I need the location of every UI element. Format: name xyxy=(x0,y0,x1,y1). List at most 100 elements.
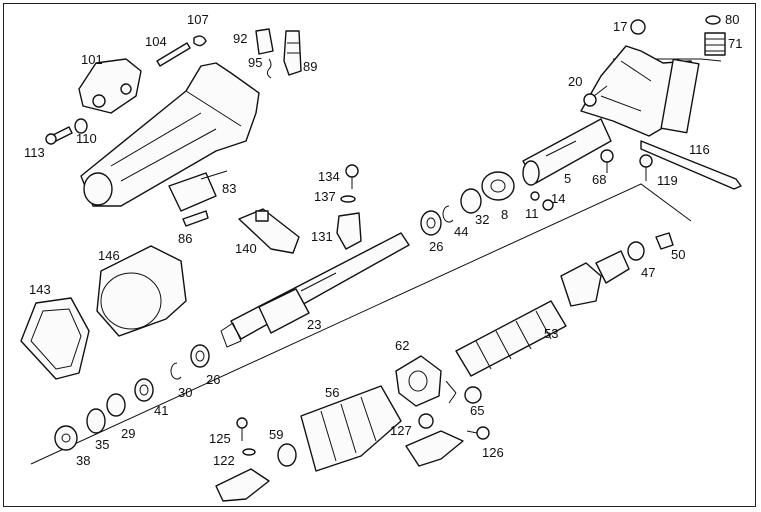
part-11-spring xyxy=(530,191,540,201)
part-83-lock-cylinder xyxy=(168,170,228,212)
part-bracket-assembly-upper xyxy=(580,45,700,137)
label-23: 23 xyxy=(307,317,321,332)
label-126: 126 xyxy=(482,445,504,460)
label-29: 29 xyxy=(121,426,135,441)
label-17: 17 xyxy=(613,19,627,34)
label-131: 131 xyxy=(311,229,333,244)
label-119: 119 xyxy=(657,173,678,188)
part-5-jacket-tube xyxy=(522,118,612,186)
label-146: 146 xyxy=(98,248,120,263)
label-83: 83 xyxy=(222,181,236,196)
label-65: 65 xyxy=(470,403,484,418)
label-134: 134 xyxy=(318,169,340,184)
part-95-spring xyxy=(266,58,272,79)
label-110: 110 xyxy=(76,131,97,146)
part-35-plate xyxy=(86,408,106,434)
label-14: 14 xyxy=(551,191,565,206)
part-80-washer xyxy=(705,15,721,25)
label-32: 32 xyxy=(475,212,489,227)
part-32-bearing xyxy=(460,188,482,214)
label-107: 107 xyxy=(187,12,209,27)
label-35: 35 xyxy=(95,437,109,452)
label-59: 59 xyxy=(269,427,283,442)
label-89: 89 xyxy=(303,59,317,74)
part-universal-joint-lower xyxy=(215,468,270,502)
label-47: 47 xyxy=(641,265,655,280)
label-41: 41 xyxy=(154,403,168,418)
part-56-lower-bellows xyxy=(300,385,402,472)
label-26-lower: 26 xyxy=(206,372,220,387)
part-101-steering-box xyxy=(78,58,142,114)
part-26-bushing-lower xyxy=(190,344,210,368)
label-71: 71 xyxy=(728,36,742,51)
label-20: 20 xyxy=(568,74,582,89)
label-44: 44 xyxy=(454,224,468,239)
label-116: 116 xyxy=(689,142,710,157)
part-14-screw xyxy=(542,199,554,211)
part-86-bolt xyxy=(182,210,209,227)
label-137: 137 xyxy=(314,189,336,204)
label-104: 104 xyxy=(145,34,167,49)
part-29-washer xyxy=(106,393,126,417)
part-134-bolt xyxy=(345,164,359,189)
part-59-bushing xyxy=(277,443,297,467)
label-53: 53 xyxy=(544,326,558,341)
part-38-nut xyxy=(54,425,78,451)
part-71-spring-unit xyxy=(704,32,726,56)
part-140-bracket xyxy=(238,208,300,254)
label-101: 101 xyxy=(81,52,103,67)
label-56: 56 xyxy=(325,385,339,400)
label-8: 8 xyxy=(501,207,508,222)
part-127-coupling xyxy=(405,413,464,467)
label-95: 95 xyxy=(248,55,262,70)
part-110-washer xyxy=(74,118,88,134)
diagram-frame: 101 104 107 92 95 89 17 80 71 20 110 113… xyxy=(3,3,756,507)
part-113-bolt xyxy=(45,126,73,145)
part-20-bolt xyxy=(583,85,608,107)
part-89-switch xyxy=(283,30,302,76)
label-125: 125 xyxy=(209,431,231,446)
part-92-switch xyxy=(255,28,274,55)
label-38: 38 xyxy=(76,453,90,468)
part-116-strut xyxy=(640,140,742,190)
part-53-intermediate-shaft-bellows xyxy=(455,250,630,377)
part-137-washer xyxy=(340,195,356,203)
label-113: 113 xyxy=(24,145,45,160)
label-140: 140 xyxy=(235,241,257,256)
label-30: 30 xyxy=(178,385,192,400)
part-125-bolt xyxy=(236,417,248,441)
label-62: 62 xyxy=(395,338,409,353)
part-62-gasket-plate xyxy=(395,355,442,407)
label-11: 11 xyxy=(525,206,539,221)
part-65-nut xyxy=(464,386,482,404)
part-8-flange xyxy=(481,171,515,201)
part-number-labels: 101 104 107 92 95 89 17 80 71 20 110 113… xyxy=(24,12,742,468)
part-119-bolt xyxy=(639,154,653,181)
label-143: 143 xyxy=(29,282,51,297)
part-122-washer xyxy=(242,448,256,456)
label-80: 80 xyxy=(725,12,739,27)
part-68-bolt xyxy=(600,149,614,173)
label-26-upper: 26 xyxy=(429,239,443,254)
exploded-parts-diagram: 101 104 107 92 95 89 17 80 71 20 110 113… xyxy=(20,12,742,502)
part-17-nut xyxy=(630,19,646,35)
part-143-trim-cover xyxy=(20,297,90,380)
part-104-pin xyxy=(156,42,191,67)
label-68: 68 xyxy=(592,172,606,187)
part-131-clamp xyxy=(336,212,362,250)
label-50: 50 xyxy=(671,247,685,262)
part-146-column-cover xyxy=(96,245,187,337)
part-126-bolt xyxy=(466,426,490,440)
part-50-clamp xyxy=(655,232,674,250)
part-41-bearing xyxy=(134,378,154,402)
part-26-bushing-upper xyxy=(420,210,442,236)
label-5: 5 xyxy=(564,171,571,186)
part-44-snap-ring xyxy=(442,205,454,223)
part-23-steering-shaft xyxy=(220,232,410,348)
part-47-nut xyxy=(627,241,645,261)
part-30-snap-ring xyxy=(170,362,182,380)
label-127: 127 xyxy=(390,423,412,438)
label-92: 92 xyxy=(233,31,247,46)
part-steering-column-housing xyxy=(80,62,260,207)
label-86: 86 xyxy=(178,231,192,246)
